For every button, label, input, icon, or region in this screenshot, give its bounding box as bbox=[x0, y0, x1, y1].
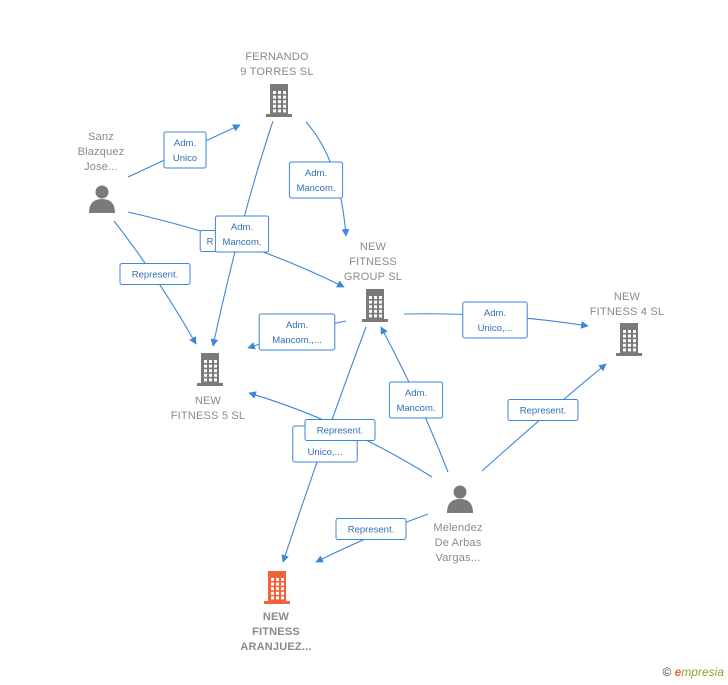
edge-label-box bbox=[304, 419, 376, 441]
edge-label-text: Adm. bbox=[484, 308, 506, 319]
node-label: FERNANDO bbox=[245, 51, 309, 63]
node-label: NEW bbox=[614, 291, 641, 303]
edge-label-box bbox=[288, 161, 344, 199]
brand-logo[interactable]: empresia bbox=[675, 665, 724, 679]
edge-label-text: Unico,... bbox=[478, 323, 513, 334]
node-nfgroup[interactable]: NEW FITNESS GROUP SL bbox=[344, 241, 402, 322]
node-label: NEW bbox=[360, 241, 387, 253]
edge-label-text: Unico bbox=[173, 153, 197, 164]
edge-label-text: Mancom.,... bbox=[272, 335, 322, 346]
node-label: Sanz bbox=[88, 131, 114, 143]
edge-label-text: Adm. bbox=[305, 168, 327, 179]
edge-label-melendez-nf5[interactable]: Represent. bbox=[304, 419, 376, 441]
edge-labels-layer: Adm.UnicoAdm.Mancom.RAdm.Mancom.Represen… bbox=[119, 131, 579, 540]
node-fernando[interactable]: FERNANDO 9 TORRES SL bbox=[240, 51, 313, 117]
footer-brand: © empresia bbox=[662, 665, 724, 679]
brand-initial: e bbox=[674, 665, 682, 679]
node-melendez[interactable]: Melendez De ArbasVargas... bbox=[433, 485, 482, 565]
edges-layer bbox=[113, 120, 607, 563]
edge-label-box bbox=[335, 518, 407, 540]
node-nf4[interactable]: NEW FITNESS 4 SL bbox=[590, 291, 665, 356]
edge-label-text: Adm. bbox=[286, 320, 308, 331]
edge-label-box bbox=[163, 131, 207, 169]
node-label: 9 TORRES SL bbox=[240, 66, 313, 78]
edge-label-melendez-nf4[interactable]: Represent. bbox=[507, 399, 579, 421]
edge-label-text: Represent. bbox=[520, 406, 566, 417]
edge-label-box bbox=[119, 263, 191, 285]
node-label: Jose... bbox=[84, 161, 118, 173]
building-icon bbox=[197, 353, 223, 386]
edge-label-sanz-nf5[interactable]: Represent. bbox=[119, 263, 191, 285]
edge-label-sanz-fernando[interactable]: Adm. Unico bbox=[163, 131, 207, 169]
edge-label-text: Mancom. bbox=[222, 237, 261, 248]
node-label: Blazquez bbox=[78, 146, 125, 158]
node-label: NEW bbox=[263, 611, 290, 623]
node-nf5[interactable]: NEW FITNESS 5 SL bbox=[171, 353, 246, 422]
edge-label-box bbox=[214, 215, 270, 253]
person-icon bbox=[447, 485, 473, 513]
building-icon bbox=[266, 84, 292, 117]
edge-label-box bbox=[462, 301, 528, 339]
edge-label-nfgroup-nf4[interactable]: Adm. Unico,... bbox=[462, 301, 528, 339]
node-label: Vargas... bbox=[435, 552, 480, 564]
edge-label-text: R bbox=[207, 237, 214, 248]
copyright-symbol: © bbox=[662, 665, 672, 679]
edge-label-fernando-nf5[interactable]: Adm. Mancom. bbox=[214, 215, 270, 253]
edge-label-fernando-nfgroup[interactable]: Adm. Mancom. bbox=[288, 161, 344, 199]
node-label: ARANJUEZ... bbox=[240, 641, 311, 653]
node-label: De Arbas bbox=[435, 537, 482, 549]
edge-label-melendez-aranjuez[interactable]: Represent. bbox=[335, 518, 407, 540]
edge-label-text: Unico,... bbox=[308, 447, 343, 458]
edge-label-melendez-nfgroup[interactable]: Adm. Mancom. bbox=[388, 381, 444, 419]
building-icon bbox=[362, 289, 388, 322]
node-label: Melendez bbox=[433, 522, 482, 534]
edge-label-text: Mancom. bbox=[396, 403, 435, 414]
node-label: FITNESS 4 SL bbox=[590, 306, 665, 318]
edge-label-text: Represent. bbox=[348, 525, 394, 536]
edge-label-nfgroup-nf5[interactable]: Adm. Mancom.,... bbox=[258, 313, 336, 351]
edge-label-text: Adm. bbox=[174, 138, 196, 149]
node-label: NEW bbox=[195, 395, 222, 407]
node-label: GROUP SL bbox=[344, 271, 402, 283]
building-icon bbox=[264, 571, 290, 604]
node-label: FITNESS bbox=[349, 256, 397, 268]
node-aranjuez[interactable]: NEW FITNESS ARANJUEZ... bbox=[240, 571, 311, 653]
edge-label-text: Mancom. bbox=[296, 183, 335, 194]
edge-label-text: Represent. bbox=[132, 270, 178, 281]
building-icon bbox=[616, 323, 642, 356]
node-label: FITNESS 5 SL bbox=[171, 410, 246, 422]
edge-label-box bbox=[507, 399, 579, 421]
node-label: FITNESS bbox=[252, 626, 300, 638]
edge-label-box bbox=[388, 381, 444, 419]
edge-label-text: Adm. bbox=[231, 222, 253, 233]
edge-label-text: Adm. bbox=[405, 388, 427, 399]
brand-name: mpresia bbox=[681, 665, 724, 679]
edge-label-text: Represent. bbox=[317, 426, 363, 437]
edge-label-box bbox=[258, 313, 336, 351]
person-icon bbox=[89, 185, 115, 213]
node-sanz[interactable]: SanzBlazquezJose... bbox=[78, 131, 125, 213]
